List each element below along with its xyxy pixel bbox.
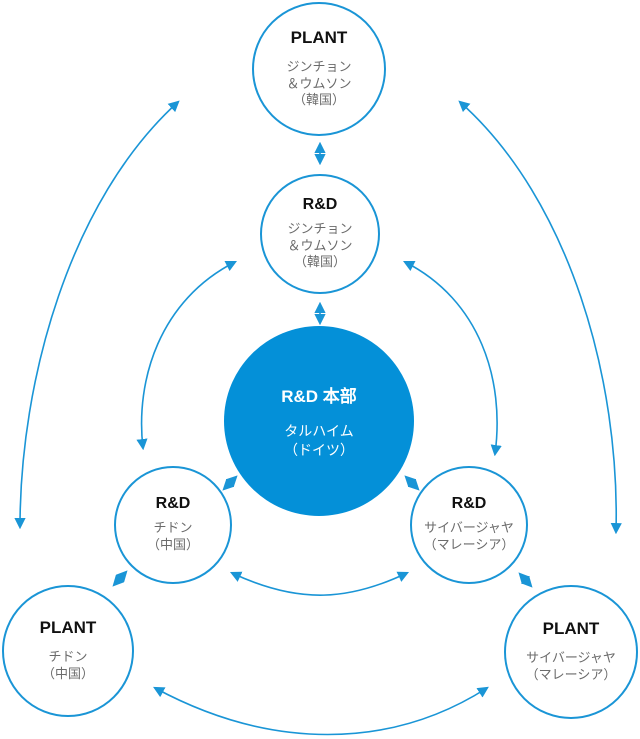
rd-korea-location: ジンチョン ＆ウムソン （韓国） — [287, 221, 353, 271]
arrow-plant-korea-plant-malaysia — [458, 100, 622, 535]
plant-china-location: チドン （中国） — [41, 650, 94, 682]
arrow-rd-china-rd-malaysia — [229, 571, 410, 596]
plant-china-title: PLANT — [39, 618, 97, 638]
rd-headquarters-title: R&D 本部 — [281, 387, 357, 407]
arrow-hq-rd-china — [222, 475, 238, 491]
plant-malaysia-node: PLANT サイバージャヤ （マレーシア） — [504, 585, 638, 719]
plant-malaysia-location: サイバージャヤ （マレーシア） — [525, 651, 617, 683]
plant-korea-location: ジンチョン ＆ウムソン （韓国） — [286, 59, 352, 109]
rd-korea-node: R&D ジンチョン ＆ウムソン （韓国） — [260, 174, 380, 294]
rd-malaysia-location: サイバージャヤ （マレーシア） — [423, 521, 515, 553]
plant-korea-title: PLANT — [290, 27, 348, 47]
rd-malaysia-title: R&D — [451, 495, 487, 513]
rd-malaysia-node: R&D サイバージャヤ （マレーシア） — [410, 466, 528, 584]
arrow-rd-china-plant-china — [112, 570, 128, 587]
rd-headquarters-location: タルハイム （ドイツ） — [284, 424, 354, 459]
rd-china-location: チドン （中国） — [146, 521, 199, 553]
plant-korea-node: PLANT ジンチョン ＆ウムソン （韓国） — [252, 2, 386, 136]
arrow-plant-china-plant-malaysia — [153, 686, 489, 736]
arrow-rd-korea-rd-china — [136, 260, 237, 451]
arrow-rd-malaysia-plant-malaysia — [518, 572, 533, 588]
arrow-plant-korea-plant-china — [14, 100, 180, 530]
arrow-rd-korea-rd-malaysia — [403, 260, 502, 457]
rd-china-node: R&D チドン （中国） — [114, 466, 232, 584]
rd-headquarters-node: R&D 本部 タルハイム （ドイツ） — [224, 326, 414, 516]
plant-china-node: PLANT チドン （中国） — [2, 585, 134, 717]
plant-malaysia-title: PLANT — [542, 619, 600, 639]
arrow-hq-rd-malaysia — [404, 475, 420, 491]
rd-korea-title: R&D — [302, 195, 338, 213]
rd-china-title: R&D — [155, 495, 191, 513]
